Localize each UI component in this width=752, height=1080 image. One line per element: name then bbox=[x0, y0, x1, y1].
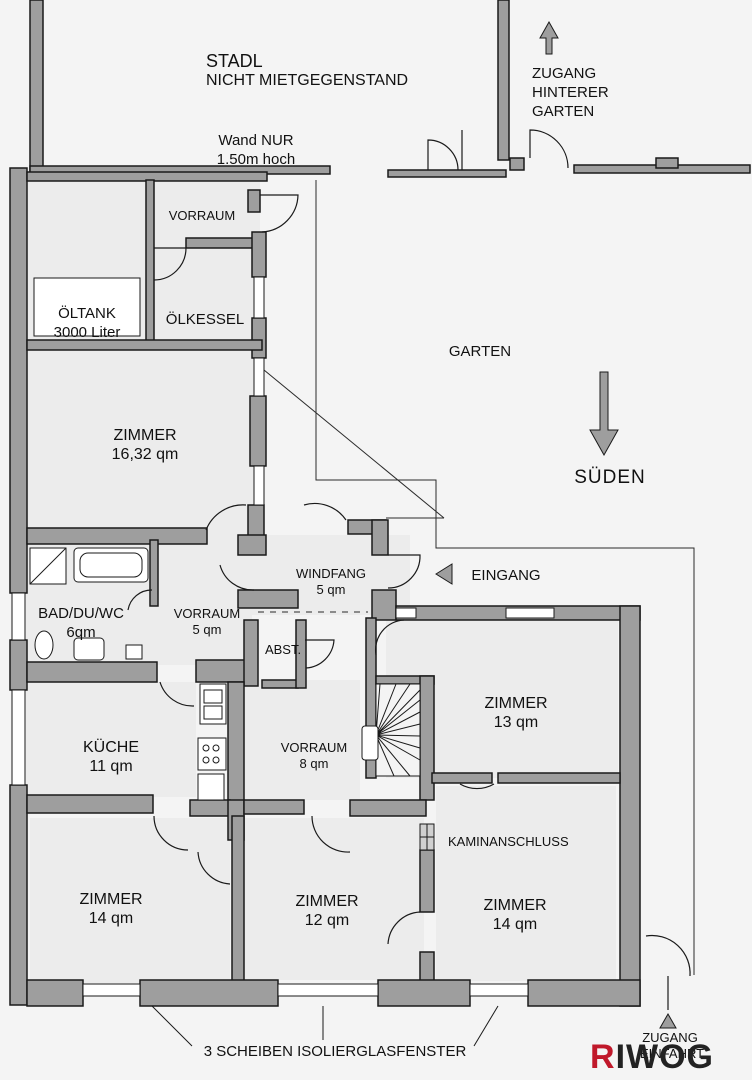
windows bbox=[11, 276, 555, 997]
kueche-label: KÜCHE 11 qm bbox=[82, 739, 139, 775]
walls bbox=[9, 0, 751, 1007]
zimmer-14-left-label: ZIMMER 14 qm bbox=[79, 891, 143, 927]
zimmer-12-label: ZIMMER 12 qm bbox=[295, 893, 359, 929]
zimmer-1632-label: ZIMMER 16,32 qm bbox=[111, 427, 179, 463]
oelkessel-label: ÖLKESSEL bbox=[165, 311, 245, 328]
arrows bbox=[435, 20, 677, 1029]
isolierglasfenster-label: 3 SCHEIBEN ISOLIERGLASFENSTER bbox=[203, 1043, 467, 1060]
fenster-indicator-lines bbox=[151, 1005, 499, 1047]
bad-du-wc-label: BAD/DU/WC 6qm bbox=[38, 605, 124, 641]
wand-note: Wand NUR 1.50m hoch bbox=[216, 132, 296, 168]
zimmer-13-label: ZIMMER 13 qm bbox=[484, 695, 548, 731]
vorraum-top-label: VORRAUM bbox=[168, 208, 236, 223]
windfang-label: WINDFANG 5 qm bbox=[295, 566, 367, 597]
zugang-einfahrt-label: ZUGANG EINFAHRT bbox=[640, 1030, 705, 1061]
oeltank-box bbox=[33, 277, 141, 337]
abst-label: ABST. bbox=[264, 642, 302, 657]
garten-label: GARTEN bbox=[448, 343, 512, 360]
fixtures bbox=[29, 547, 435, 851]
zimmer-14-right-label: ZIMMER 14 qm bbox=[483, 897, 547, 933]
stadl-label: STADL NICHT MIETGEGENSTAND bbox=[206, 51, 409, 90]
garden-outline bbox=[258, 180, 695, 975]
oeltank-label: ÖLTANK 3000 Liter bbox=[53, 305, 121, 341]
vorraum-5-label: VORRAUM 5 qm bbox=[173, 606, 241, 637]
sueden-label: SÜDEN bbox=[574, 467, 646, 488]
kaminanschluss-label: KAMINANSCHLUSS bbox=[448, 834, 569, 849]
zugang-hinterer-garten-label: ZUGANG HINTERER GARTEN bbox=[532, 65, 609, 120]
door-swings bbox=[127, 129, 691, 1010]
vorraum-8-label: VORRAUM 8 qm bbox=[280, 740, 348, 771]
riwog-logo: RIWOG bbox=[590, 1038, 714, 1076]
eingang-label: EINGANG bbox=[471, 567, 541, 584]
